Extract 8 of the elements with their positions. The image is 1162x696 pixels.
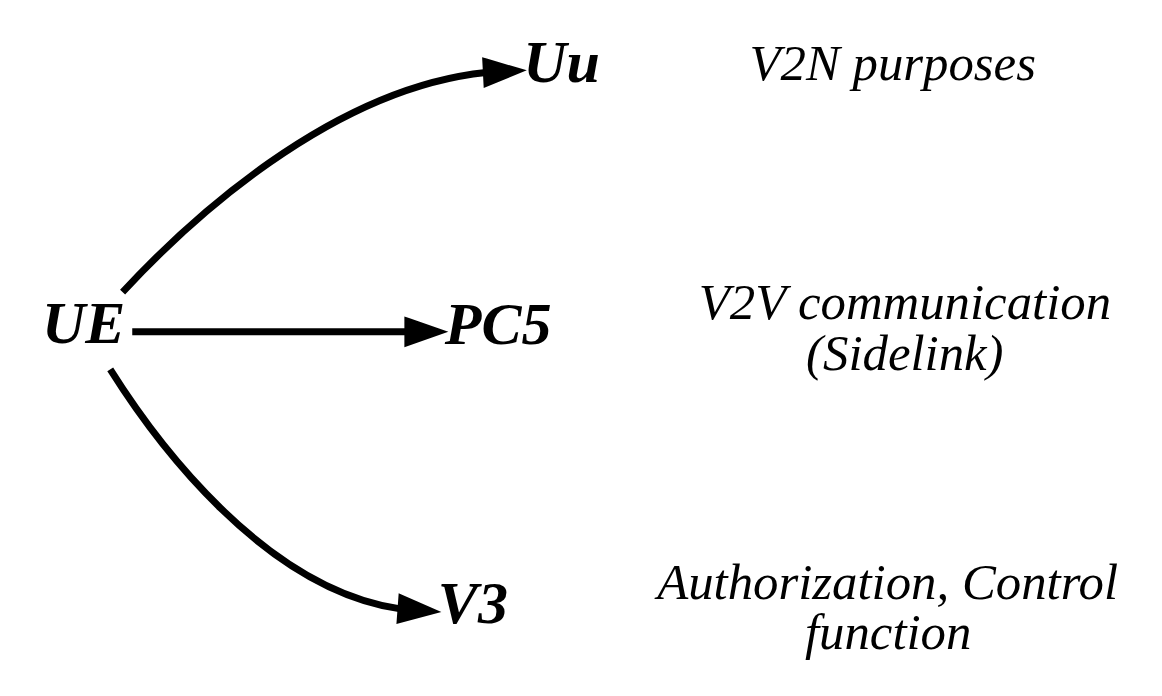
- node-label: V2V communication (Sidelink): [698, 273, 1112, 381]
- arrow: [107, 367, 442, 624]
- node-text: V3: [437, 569, 508, 636]
- node-text: UE: [41, 289, 126, 356]
- node-label: V2N purposes: [749, 34, 1036, 91]
- node-text: PC5: [444, 290, 552, 357]
- arrow: [120, 56, 527, 295]
- node-text: Uu: [523, 28, 601, 95]
